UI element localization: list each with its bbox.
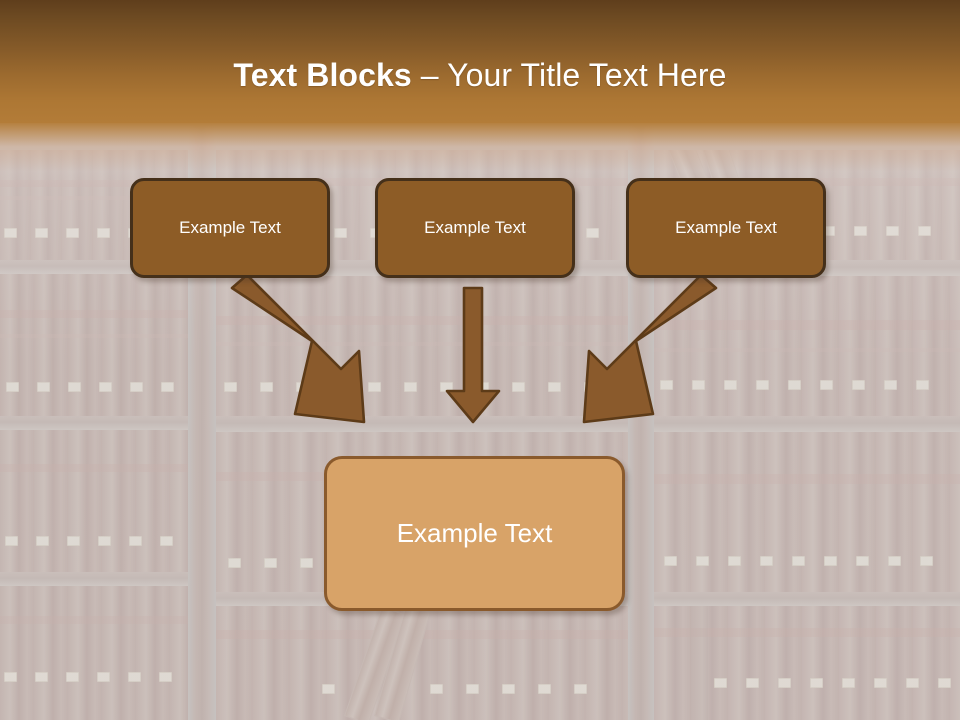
text-block-2[interactable]: Example Text bbox=[375, 178, 575, 278]
text-block-3[interactable]: Example Text bbox=[626, 178, 826, 278]
arrow-left bbox=[230, 273, 366, 424]
text-block-2-label: Example Text bbox=[424, 218, 526, 237]
arrow-right bbox=[582, 273, 718, 424]
text-block-3-label: Example Text bbox=[675, 218, 777, 237]
text-block-1[interactable]: Example Text bbox=[130, 178, 330, 278]
text-block-result[interactable]: Example Text bbox=[324, 456, 625, 611]
arrow-middle bbox=[445, 286, 501, 424]
text-block-result-label: Example Text bbox=[396, 518, 553, 548]
text-block-1-label: Example Text bbox=[179, 218, 281, 237]
